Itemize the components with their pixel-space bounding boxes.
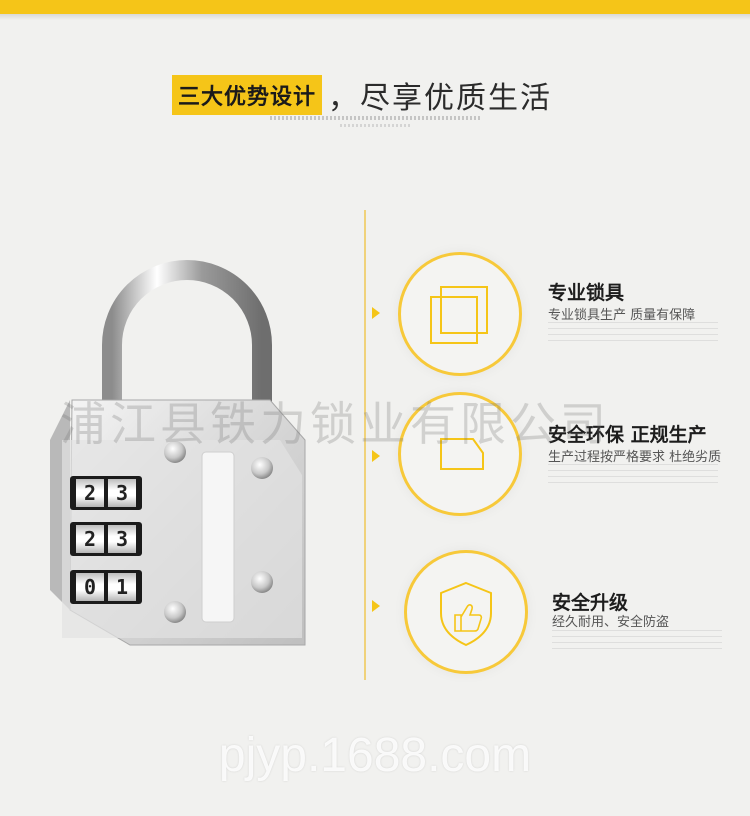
dial-digit: 3 bbox=[108, 479, 136, 507]
feature-fineprint bbox=[552, 630, 722, 654]
header-fineprint bbox=[270, 116, 480, 120]
feature-icon-circle bbox=[398, 392, 522, 516]
arrow-icon bbox=[372, 600, 380, 612]
shield-thumb-icon bbox=[440, 581, 492, 647]
squares-icon bbox=[430, 286, 488, 344]
dial-digit: 2 bbox=[76, 479, 104, 507]
feature-subtitle: 经久耐用、安全防盗 bbox=[552, 615, 670, 630]
arrow-icon bbox=[372, 307, 380, 319]
feature-title: 专业锁具 bbox=[548, 282, 625, 304]
top-shadow bbox=[0, 14, 750, 20]
dial-digit: 1 bbox=[108, 573, 136, 601]
feature-fineprint bbox=[548, 322, 718, 346]
dial-digit: 0 bbox=[76, 573, 104, 601]
company-watermark: 浦江县铁力锁业有限公司 bbox=[60, 397, 610, 451]
headline-highlight: 三大优势设计 bbox=[172, 75, 323, 115]
divider-line bbox=[364, 210, 366, 680]
domain-watermark: pjyp.1688.com bbox=[218, 729, 532, 782]
feature-icon-circle bbox=[398, 252, 522, 376]
headline-rest: ，尽享优质生活 bbox=[328, 81, 553, 116]
tag-icon bbox=[440, 438, 484, 470]
feature-title: 安全环保 正规生产 bbox=[548, 424, 707, 446]
top-accent-bar bbox=[0, 0, 750, 14]
dial-row-2[interactable]: 2 3 bbox=[70, 522, 142, 556]
dial-row-1[interactable]: 2 3 bbox=[70, 476, 142, 510]
feature-subtitle: 专业锁具生产 质量有保障 bbox=[548, 308, 696, 323]
feature-fineprint bbox=[548, 464, 718, 488]
dial-row-3[interactable]: 0 1 bbox=[70, 570, 142, 604]
dial-digit: 3 bbox=[108, 525, 136, 553]
header-fineprint-2 bbox=[340, 124, 410, 127]
arrow-icon bbox=[372, 450, 380, 462]
feature-icon-circle bbox=[404, 550, 528, 674]
feature-subtitle: 生产过程按严格要求 杜绝劣质 bbox=[548, 450, 722, 465]
headline: 三大优势设计 ，尽享优质生活 bbox=[172, 75, 553, 116]
feature-title: 安全升级 bbox=[552, 592, 629, 614]
dial-digit: 2 bbox=[76, 525, 104, 553]
padlock-image bbox=[50, 260, 306, 646]
